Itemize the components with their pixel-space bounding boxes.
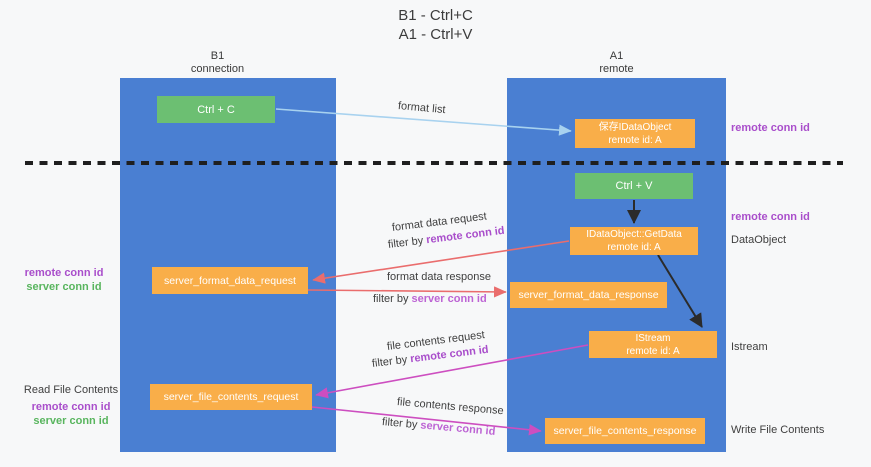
left-server-conn-id: server conn id bbox=[26, 281, 102, 293]
diagram-title: B1 - Ctrl+C A1 - Ctrl+V bbox=[0, 6, 871, 44]
ctrl-c-label: Ctrl + C bbox=[197, 103, 235, 116]
ctrl-c-box: Ctrl + C bbox=[157, 96, 275, 123]
server-format-data-response-label: server_format_data_response bbox=[518, 289, 659, 301]
left-remote-conn-id: remote conn id bbox=[24, 267, 104, 279]
server-file-contents-request-label: server_file_contents_request bbox=[163, 391, 299, 403]
read-file-contents-label: Read File Contents bbox=[23, 384, 119, 396]
istream-box: IStream remote id: A bbox=[589, 331, 717, 358]
a1-name: A1 bbox=[609, 50, 624, 62]
filter-by-text: filter by bbox=[371, 353, 411, 370]
server-format-data-request-label: server_format_data_request bbox=[164, 274, 296, 287]
format-data-response-arrow bbox=[307, 286, 507, 298]
server-file-contents-response-label: server_file_contents_response bbox=[553, 425, 697, 437]
file-contents-response-label: file contents response bbox=[396, 396, 505, 418]
b1-subtitle: connection bbox=[190, 63, 245, 75]
a1-subtitle: remote bbox=[599, 63, 634, 75]
a1-column-header: A1 remote bbox=[507, 50, 726, 76]
b1-name: B1 bbox=[210, 50, 225, 62]
server-file-contents-request-box: server_file_contents_request bbox=[150, 384, 312, 410]
remote-conn-id-top-label: remote conn id bbox=[731, 122, 810, 134]
istream-side-label: Istream bbox=[731, 341, 768, 353]
write-file-contents-label: Write File Contents bbox=[731, 424, 825, 436]
idataobject-getdata-line1: IDataObject::GetData bbox=[586, 229, 682, 240]
title-line-a1: A1 - Ctrl+V bbox=[398, 26, 473, 43]
istream-line1: IStream bbox=[635, 332, 671, 344]
istream-line2: remote id: A bbox=[626, 345, 680, 357]
read-server-conn-id: server conn id bbox=[33, 415, 109, 427]
remote-conn-id-mid-label: remote conn id bbox=[731, 211, 810, 223]
read-file-block: Read File Contents remote conn id server… bbox=[20, 383, 122, 428]
idataobject-getdata-line2: remote id: A bbox=[607, 242, 661, 253]
filter-by-server-2: filter by server conn id bbox=[381, 416, 495, 438]
save-idataobject-box: 保存IDataObject remote id: A bbox=[575, 119, 695, 148]
filter-by-text: filter by bbox=[373, 293, 412, 305]
server-format-data-response-box: server_format_data_response bbox=[510, 282, 667, 308]
left-conn-id-block: remote conn id server conn id bbox=[14, 266, 114, 294]
dataobject-label: DataObject bbox=[731, 234, 787, 246]
server-conn-id-text: server conn id bbox=[419, 419, 496, 438]
server-conn-id-text: server conn id bbox=[411, 293, 487, 305]
idataobject-getdata-box: IDataObject::GetData remote id: A bbox=[570, 227, 698, 255]
save-idataobject-line1: 保存IDataObject bbox=[598, 121, 672, 133]
format-data-response-label: format data response bbox=[387, 271, 491, 283]
ctrl-v-label: Ctrl + V bbox=[615, 180, 653, 192]
server-file-contents-response-box: server_file_contents_response bbox=[545, 418, 705, 444]
server-format-data-request-box: server_format_data_request bbox=[152, 267, 308, 294]
title-line-b1: B1 - Ctrl+C bbox=[398, 7, 473, 24]
save-idataobject-line2: remote id: A bbox=[608, 134, 662, 146]
b1-column-header: B1 connection bbox=[110, 50, 325, 76]
filter-by-text: filter by bbox=[381, 416, 421, 432]
filter-by-server-1: filter by server conn id bbox=[373, 293, 487, 305]
read-remote-conn-id: remote conn id bbox=[31, 401, 111, 413]
format-list-label: format list bbox=[397, 100, 447, 117]
filter-by-text: filter by bbox=[387, 234, 427, 251]
ctrl-v-box: Ctrl + V bbox=[575, 173, 693, 199]
